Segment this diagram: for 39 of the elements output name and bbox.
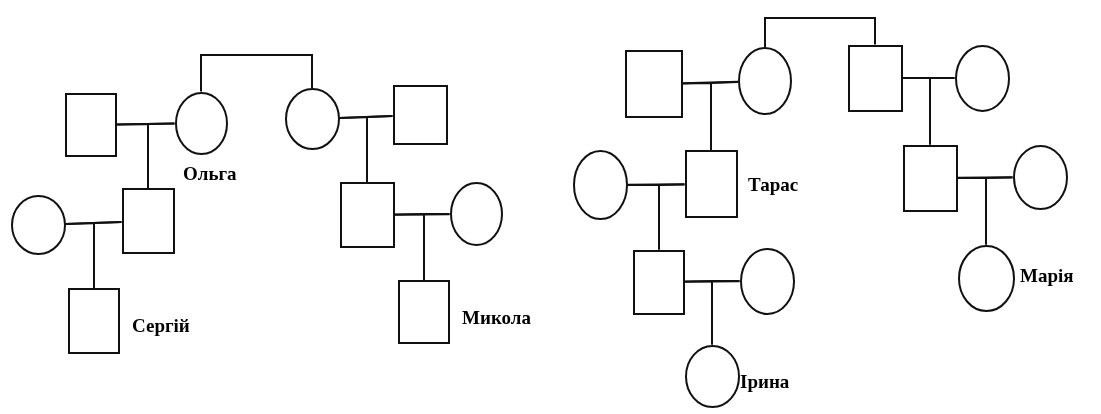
connector-line (423, 213, 451, 281)
square-symbol (68, 288, 120, 354)
name-label: Ірина (740, 372, 790, 393)
connector-line (93, 221, 123, 289)
square-symbol (633, 249, 685, 315)
connector-line (764, 17, 876, 48)
square-symbol (65, 93, 117, 157)
connector-line (985, 176, 1014, 246)
connector-line (366, 115, 394, 183)
square-symbol (398, 280, 450, 344)
square-symbol (121, 188, 175, 254)
circle-symbol (957, 244, 1015, 312)
connector-line (929, 77, 956, 146)
name-label: Ольга (183, 164, 237, 185)
circle-symbol (738, 47, 792, 115)
circle-symbol (1012, 144, 1068, 210)
name-label: Тарас (748, 175, 799, 196)
circle-symbol (284, 88, 340, 150)
name-label: Марія (1020, 266, 1074, 287)
connector-line (710, 81, 739, 151)
name-label: Сергій (132, 316, 190, 337)
circle-symbol (954, 44, 1010, 112)
square-symbol (847, 44, 903, 112)
circle-symbol (174, 91, 228, 155)
connector-line (200, 54, 313, 93)
circle-symbol (572, 150, 628, 220)
connector-line (147, 122, 176, 189)
square-symbol (902, 144, 958, 212)
connector-line (658, 183, 686, 251)
name-label: Микола (462, 308, 531, 329)
connector-line (711, 280, 741, 346)
square-symbol (339, 182, 395, 248)
circle-symbol (739, 247, 795, 315)
circle-symbol (10, 195, 66, 255)
circle-symbol (449, 182, 503, 246)
square-symbol (625, 50, 683, 118)
square-symbol (392, 85, 448, 145)
circle-symbol (684, 344, 740, 408)
square-symbol (684, 150, 738, 218)
